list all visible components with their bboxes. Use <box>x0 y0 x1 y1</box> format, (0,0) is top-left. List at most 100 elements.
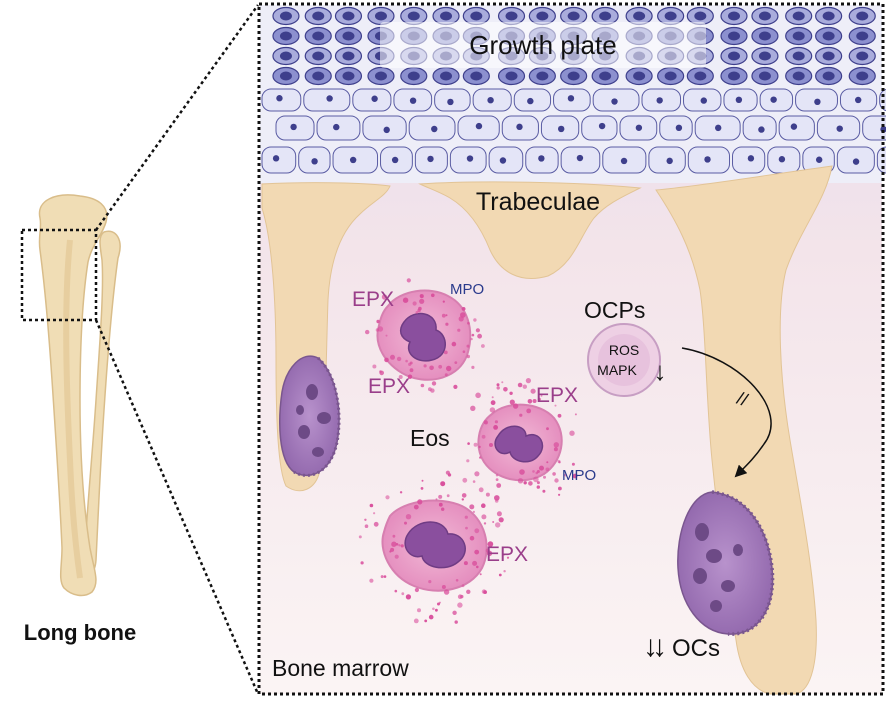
eosinophil-granule <box>474 528 480 534</box>
chondrocyte-nucleus <box>815 156 823 163</box>
eosinophil-granule <box>553 447 558 452</box>
eosinophil-granule <box>438 364 443 369</box>
eosinophil-granule <box>443 589 450 595</box>
eosinophil-granule <box>441 507 445 511</box>
chondrocyte-nucleus <box>409 97 417 104</box>
eosinophil-granule <box>463 561 468 566</box>
chondrocyte-nucleus <box>727 51 740 61</box>
eosinophil-granule <box>546 427 549 431</box>
eosinophil-granule <box>475 328 480 333</box>
chondrocyte-nucleus <box>567 11 580 21</box>
chondrocyte-nucleus <box>312 31 325 41</box>
chondrocyte-nucleus <box>407 11 420 21</box>
eosinophil-granule <box>431 293 435 298</box>
eosinophil-granule <box>420 487 424 490</box>
zoom-panel: Growth plate Trabeculae <box>257 2 886 696</box>
eosinophil-granule <box>441 585 446 589</box>
eosinophil-granule <box>454 361 458 364</box>
eosinophil-top <box>365 278 485 393</box>
eosinophil-granule <box>417 499 423 505</box>
chondrocyte-nucleus <box>312 51 325 61</box>
chondrocyte-nucleus <box>431 125 438 133</box>
long-bone-illustration <box>20 194 121 597</box>
eosinophil-granule <box>517 382 523 388</box>
eos-label: Eos <box>410 425 450 451</box>
chondrocyte-nucleus <box>666 157 673 165</box>
zoom-line-top <box>94 4 260 231</box>
ocs-double-down-arrow: ↓↓ <box>643 630 664 663</box>
chondrocyte-nucleus <box>487 96 494 104</box>
chondrocyte-nucleus <box>852 158 860 165</box>
eosinophil-granule <box>405 514 412 520</box>
eosinophil-granule <box>419 294 423 298</box>
chondrocyte-nucleus <box>611 98 618 105</box>
eosinophil-granule <box>487 541 494 547</box>
eosinophil-granule <box>441 313 446 318</box>
chondrocyte-nucleus <box>290 123 297 131</box>
eosinophil-granule <box>445 314 448 317</box>
eosinophil-granule <box>373 521 379 527</box>
eosinophil-granule <box>384 357 389 363</box>
eosinophil-granule <box>424 619 428 623</box>
eosinophil-granule <box>526 408 532 414</box>
eosinophil-granule <box>481 503 486 509</box>
eosinophil-granule <box>483 590 487 594</box>
chondrocyte-nucleus <box>727 11 740 21</box>
chondrocyte-nucleus <box>279 31 292 41</box>
chondrocyte-nucleus <box>856 51 869 61</box>
eosinophil-middle <box>466 378 578 501</box>
eosinophil-granule <box>444 373 448 377</box>
chondrocyte-nucleus <box>694 71 707 81</box>
eosinophil-granule <box>364 518 367 521</box>
chondrocyte-nucleus <box>822 71 835 81</box>
eosinophil-granule <box>442 300 445 303</box>
epx-label-2: EPX <box>368 375 410 398</box>
eosinophil-granule <box>404 521 407 525</box>
eosinophil-granule <box>525 378 532 384</box>
chondrocyte-nucleus <box>311 158 318 165</box>
eosinophil-granule <box>539 465 544 471</box>
zoom-panel-border <box>257 2 885 696</box>
eosinophil-granule <box>413 618 419 624</box>
chondrocyte-nucleus <box>440 11 453 21</box>
chondrocyte-nucleus <box>758 126 765 133</box>
eosinophil-granule <box>413 504 419 510</box>
eosinophil-granule <box>557 413 562 418</box>
eosinophil-granule <box>467 442 470 445</box>
chondrocyte-nucleus <box>856 31 869 41</box>
eosinophil-granule <box>558 486 562 491</box>
eosinophil-granule <box>469 504 475 510</box>
eosinophil-granule <box>572 473 578 479</box>
eosinophil-granule <box>381 294 388 300</box>
eosinophil-granule <box>536 485 540 489</box>
eosinophil-granule <box>523 481 527 485</box>
chondrocyte-nucleus <box>470 11 483 21</box>
eosinophil-granule <box>509 399 515 405</box>
chondrocyte-nucleus <box>505 11 518 21</box>
growth-plate-label: Growth plate <box>469 30 616 60</box>
eosinophil-granule <box>472 480 476 483</box>
chondrocyte-nucleus <box>792 51 805 61</box>
eosinophil-granule <box>414 587 419 593</box>
eosinophil-granule <box>438 502 443 507</box>
eosinophil-granule <box>373 512 376 515</box>
chondrocyte-nucleus <box>694 11 707 21</box>
eosinophil-granule <box>453 384 458 389</box>
eosinophil-granule <box>466 354 470 359</box>
eosinophil-granule <box>429 365 434 371</box>
eosinophil-granule <box>517 478 524 484</box>
eosinophil-granule <box>543 475 546 479</box>
eosinophil-granule <box>457 594 463 599</box>
eosinophil-granule <box>394 589 398 593</box>
eosinophil-granule <box>385 334 388 337</box>
chondrocyte-nucleus <box>276 95 283 102</box>
chondrocyte-nucleus <box>727 71 740 81</box>
eosinophil-granule <box>446 365 452 372</box>
eosinophil-granule <box>412 301 417 306</box>
eosinophil-granule <box>369 578 374 583</box>
eosinophil-granule <box>390 354 395 360</box>
chondrocyte-nucleus <box>538 155 545 162</box>
eosinophil-granule <box>428 580 432 584</box>
